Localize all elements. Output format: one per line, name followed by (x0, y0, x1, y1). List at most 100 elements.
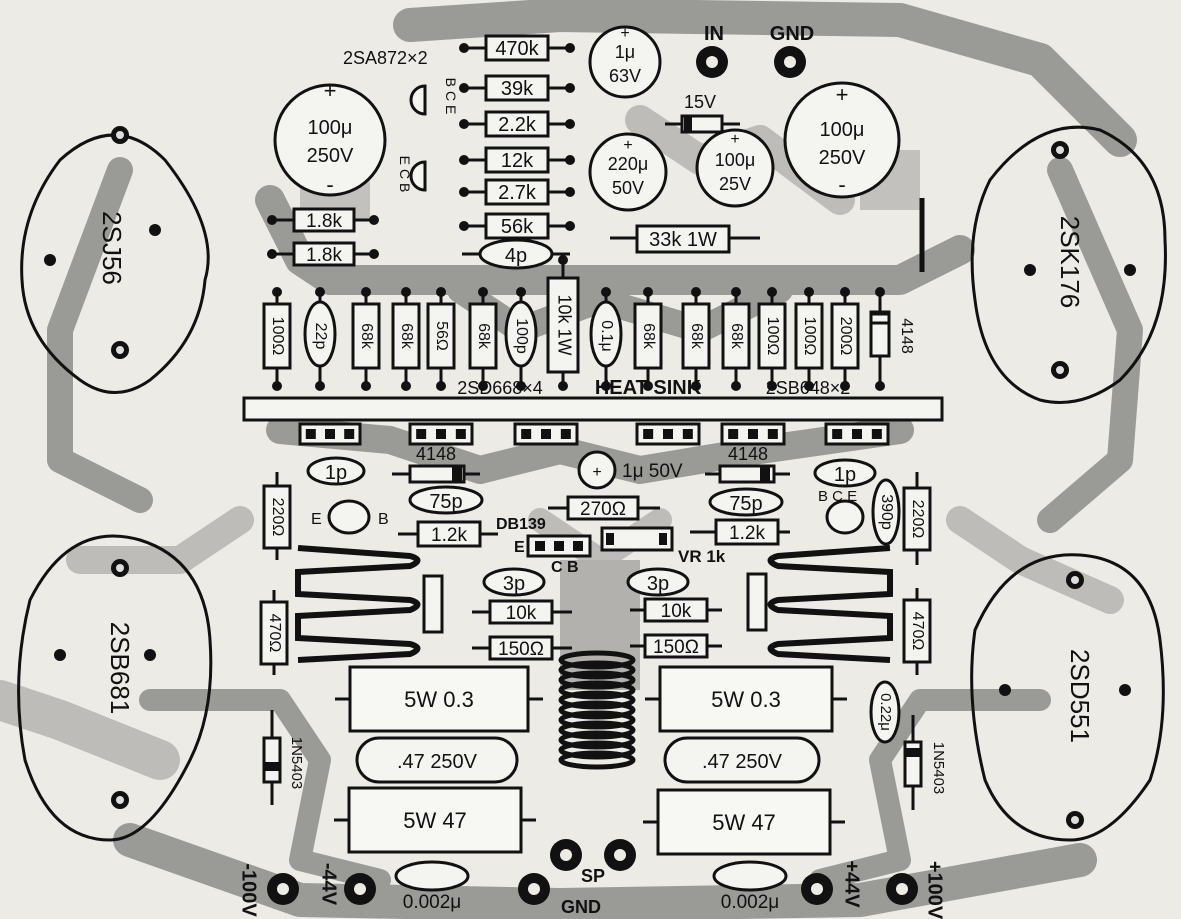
cap-100u-25v: + 100μ 25V (695, 128, 775, 208)
svg-text:25V: 25V (719, 174, 751, 194)
svg-text:390p: 390p (878, 494, 895, 530)
svg-text:0.22μ: 0.22μ (877, 693, 894, 731)
power-transistor (298, 422, 362, 446)
heat-sink: HEAT SINK 2SD668×4 2SB648×2 (242, 377, 944, 422)
svg-text:+: + (620, 25, 629, 42)
coil-turn (558, 680, 636, 700)
resistor: 68k (351, 287, 381, 391)
svg-text:250V: 250V (307, 145, 354, 167)
svg-text:4148: 4148 (728, 444, 768, 464)
power-transistor (513, 422, 579, 446)
svg-text:0.002μ: 0.002μ (721, 892, 780, 913)
cap-1u-50v: + 1μ 50V (577, 450, 683, 490)
resistor: 68k (633, 287, 663, 391)
svg-text:100Ω: 100Ω (269, 317, 286, 356)
resistor: 470k (459, 34, 575, 62)
pad-pos100[interactable]: +100V (886, 861, 946, 919)
svg-text:ECB: ECB (397, 156, 413, 197)
resistor-220-left: 220Ω (262, 472, 292, 560)
svg-text:10k 1W: 10k 1W (554, 294, 574, 355)
svg-text:B: B (378, 511, 389, 528)
svg-text:150Ω: 150Ω (498, 639, 544, 660)
coil-turn (558, 700, 636, 720)
power-section: 5W 0.3 5W 0.3 .47 250V .47 250V 5W 47 5W… (262, 665, 947, 913)
svg-text:GND: GND (770, 23, 814, 45)
svg-text:4p: 4p (505, 245, 527, 267)
to3-transistor-top-right: 2SK176 (970, 125, 1167, 404)
pad-speaker[interactable]: SP (550, 839, 636, 886)
pad-gnd-bottom[interactable]: GND (518, 873, 601, 917)
svg-text:150Ω: 150Ω (653, 637, 699, 658)
svg-text:1.8k: 1.8k (306, 245, 342, 266)
svg-text:100μ: 100μ (715, 150, 755, 170)
svg-text:-: - (326, 172, 333, 197)
svg-text:5W 47: 5W 47 (403, 808, 467, 833)
diode: 4148 (869, 287, 915, 391)
db139-transistor: DB139 E C B (496, 516, 592, 576)
svg-text:5W 47: 5W 47 (712, 810, 776, 835)
power-transistor (824, 422, 890, 446)
resistor: 100Ω (794, 287, 824, 391)
pad-gnd-top[interactable]: GND (770, 23, 814, 78)
svg-text:5W 0.3: 5W 0.3 (404, 687, 474, 712)
small-transistor-mid-right: B C E (818, 488, 865, 535)
svg-text:68k: 68k (728, 323, 745, 350)
cap-0-22u: 0.22μ (869, 680, 901, 744)
cap-220u: + 220μ 50V (588, 132, 668, 212)
resistor-5w-47-right: 5W 47 (643, 788, 845, 856)
resistor: 12k (459, 146, 575, 174)
svg-text:1μ 50V: 1μ 50V (622, 461, 683, 482)
svg-text:270Ω: 270Ω (580, 499, 626, 520)
pad-in[interactable]: IN (696, 23, 728, 78)
resistor-5w-0-3-left: 5W 0.3 (335, 665, 543, 733)
to3-transistor-bottom-right: 2SD551 (970, 553, 1165, 842)
svg-text:75p: 75p (729, 493, 762, 515)
svg-text:+: + (592, 464, 601, 481)
svg-text:100Ω: 100Ω (764, 317, 781, 356)
coil-turn (558, 720, 636, 740)
svg-text:5W 0.3: 5W 0.3 (711, 687, 781, 712)
cap-75p-left: 75p (408, 485, 484, 515)
pad-neg44[interactable]: -44V (318, 863, 376, 906)
svg-text:4148: 4148 (898, 318, 915, 354)
capacitor: 100p (504, 287, 538, 391)
cap-3p-left: 3p (482, 567, 546, 597)
output-inductor-coil (558, 650, 636, 770)
svg-text:DB139: DB139 (496, 516, 546, 533)
svg-text:.47 250V: .47 250V (702, 751, 783, 773)
capacitor: 0.1μ (589, 287, 623, 391)
svg-text:220Ω: 220Ω (269, 498, 286, 537)
resistor: 1.8k (267, 207, 379, 233)
svg-text:+: + (730, 131, 739, 148)
svg-text:-: - (838, 172, 845, 197)
svg-text:470Ω: 470Ω (266, 614, 283, 653)
cap-0-002u-right: 0.002μ (712, 860, 788, 913)
trimmer-vr-1k: VR 1k (600, 526, 726, 566)
svg-text:22p: 22p (312, 323, 329, 350)
cap-0-002u-left: 0.002μ (394, 860, 470, 913)
svg-text:-44V: -44V (318, 863, 340, 906)
small-transistors-2sa872: 2SA872×2 BCE ECB (343, 48, 459, 196)
svg-text:470Ω: 470Ω (909, 612, 926, 651)
to3-label: 2SJ56 (97, 211, 127, 285)
svg-text:4148: 4148 (416, 444, 456, 464)
pad-neg100[interactable]: -100V (238, 863, 299, 917)
capacitor: 22p (303, 287, 337, 391)
svg-text:IN: IN (704, 23, 724, 45)
cap-390p: 390p (871, 478, 901, 546)
svg-text:+: + (623, 137, 632, 154)
svg-text:100μ: 100μ (308, 117, 353, 139)
to3-transistor-top-left: 2SJ56 (20, 126, 210, 394)
heat-fins-right (746, 545, 893, 663)
svg-text:3p: 3p (503, 573, 525, 595)
to3-label: 2SD551 (1065, 649, 1095, 743)
pad-pos44[interactable]: +44V (801, 860, 863, 908)
cap-047-250v-right: .47 250V (663, 736, 821, 784)
svg-text:E: E (311, 511, 322, 528)
left-bank-label: 2SD668×4 (457, 378, 543, 398)
copper-traces (0, 0, 1143, 919)
supply-pads: -100V -44V SP GND +44V +100V (238, 839, 946, 919)
coil-turn (558, 670, 636, 690)
svg-text:BCE: BCE (443, 78, 459, 119)
